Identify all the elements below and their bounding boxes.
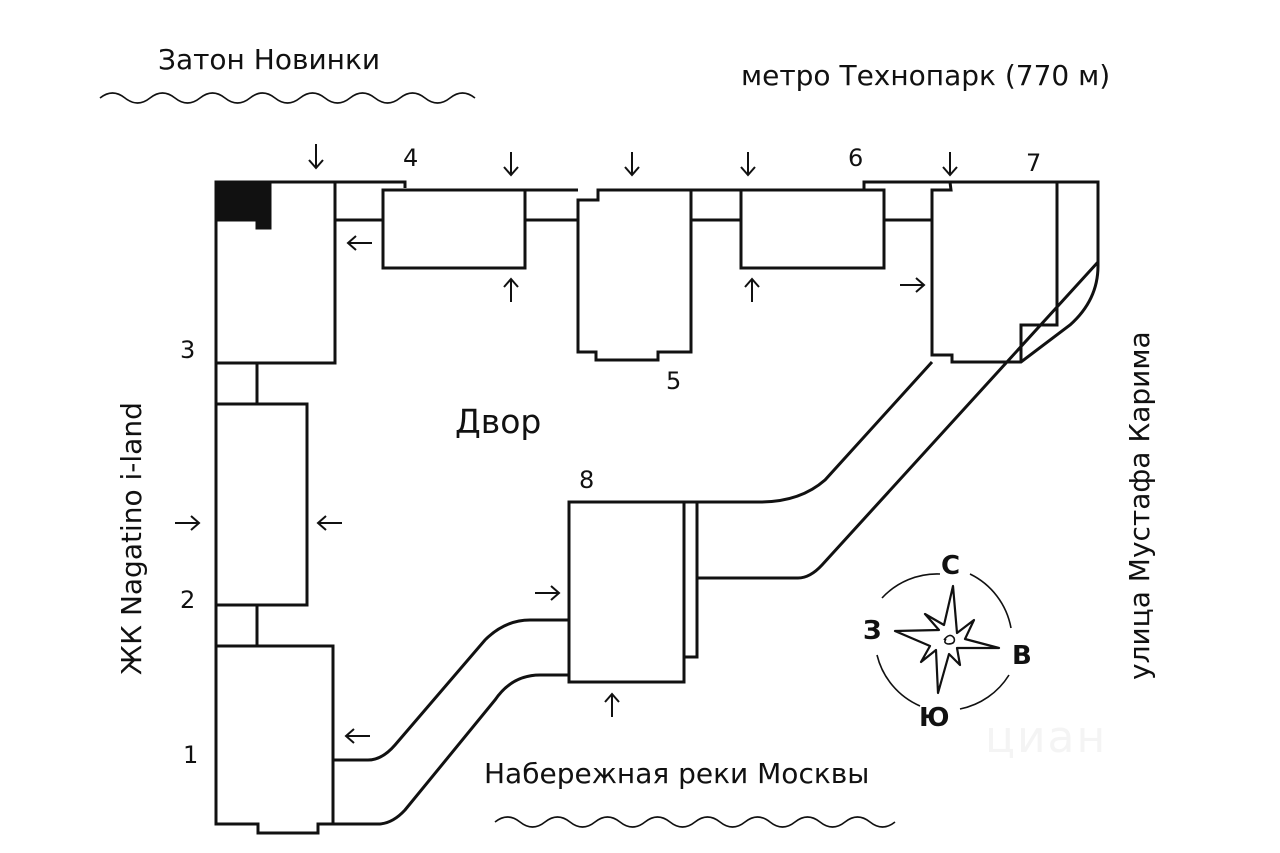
building-number-6: 6 xyxy=(848,144,864,172)
building-5 xyxy=(576,188,693,362)
connector-3-4 xyxy=(335,180,407,222)
building-7 xyxy=(930,180,1100,364)
connector-4-5 xyxy=(525,188,578,222)
connector-2-1 xyxy=(214,605,259,646)
compass-center xyxy=(943,634,956,645)
arrow-right-icon xyxy=(900,277,926,293)
arrow-down-icon xyxy=(942,152,958,177)
passage-8-7-upper xyxy=(697,360,934,504)
building-number-5: 5 xyxy=(666,367,682,395)
arrow-right-icon xyxy=(535,585,561,601)
building-1 xyxy=(214,644,335,835)
arrow-up-icon xyxy=(744,277,760,302)
connector-6-7 xyxy=(862,180,950,222)
east-street-label: улица Мустафа Карима xyxy=(1123,331,1156,680)
building-6 xyxy=(739,188,886,270)
building-number-2: 2 xyxy=(180,586,196,614)
wave-north xyxy=(99,92,476,104)
arrow-left-icon xyxy=(344,728,370,744)
building-number-8: 8 xyxy=(579,466,595,494)
arrow-left-icon xyxy=(346,235,372,251)
west-neighbor-label: ЖК Nagatino i-land xyxy=(115,402,148,675)
compass-star xyxy=(893,584,1001,695)
connector-5-6 xyxy=(691,188,741,222)
building-number-7: 7 xyxy=(1026,149,1042,177)
building-number-3: 3 xyxy=(180,336,196,364)
arrow-down-icon xyxy=(624,152,640,177)
north-water-label: Затон Новинки xyxy=(158,43,381,76)
compass-ring xyxy=(876,573,1012,710)
wave-south xyxy=(494,816,896,828)
arrow-right-icon xyxy=(175,515,201,531)
building-4 xyxy=(381,188,527,270)
compass-rose-icon xyxy=(876,573,1012,710)
building-3 xyxy=(214,180,337,365)
building-number-4: 4 xyxy=(403,144,419,172)
compass-west-label: З xyxy=(863,616,882,646)
connector-3-2 xyxy=(214,363,259,404)
watermark: циан xyxy=(985,712,1108,763)
courtyard-label: Двор xyxy=(455,402,542,441)
building-8 xyxy=(567,500,699,684)
passage-1-8-lower xyxy=(333,673,569,826)
arrow-up-icon xyxy=(604,692,620,717)
arrow-down-icon xyxy=(308,144,324,170)
arrow-left-icon xyxy=(316,515,342,531)
arrow-down-icon xyxy=(503,152,519,177)
arrow-up-icon xyxy=(503,277,519,302)
arrow-down-icon xyxy=(740,152,756,177)
compass-north-label: С xyxy=(941,551,961,581)
compass-east-label: В xyxy=(1012,641,1032,671)
south-water-label: Набережная реки Москвы xyxy=(484,757,870,790)
entrance-arrows xyxy=(175,144,958,744)
building-2 xyxy=(214,402,309,607)
building-number-1: 1 xyxy=(183,741,199,769)
passage-8-7-lower xyxy=(697,260,1100,580)
passage-1-8-upper xyxy=(333,618,569,762)
metro-label: метро Технопарк (770 м) xyxy=(741,59,1111,92)
compass-south-label: Ю xyxy=(919,703,950,733)
